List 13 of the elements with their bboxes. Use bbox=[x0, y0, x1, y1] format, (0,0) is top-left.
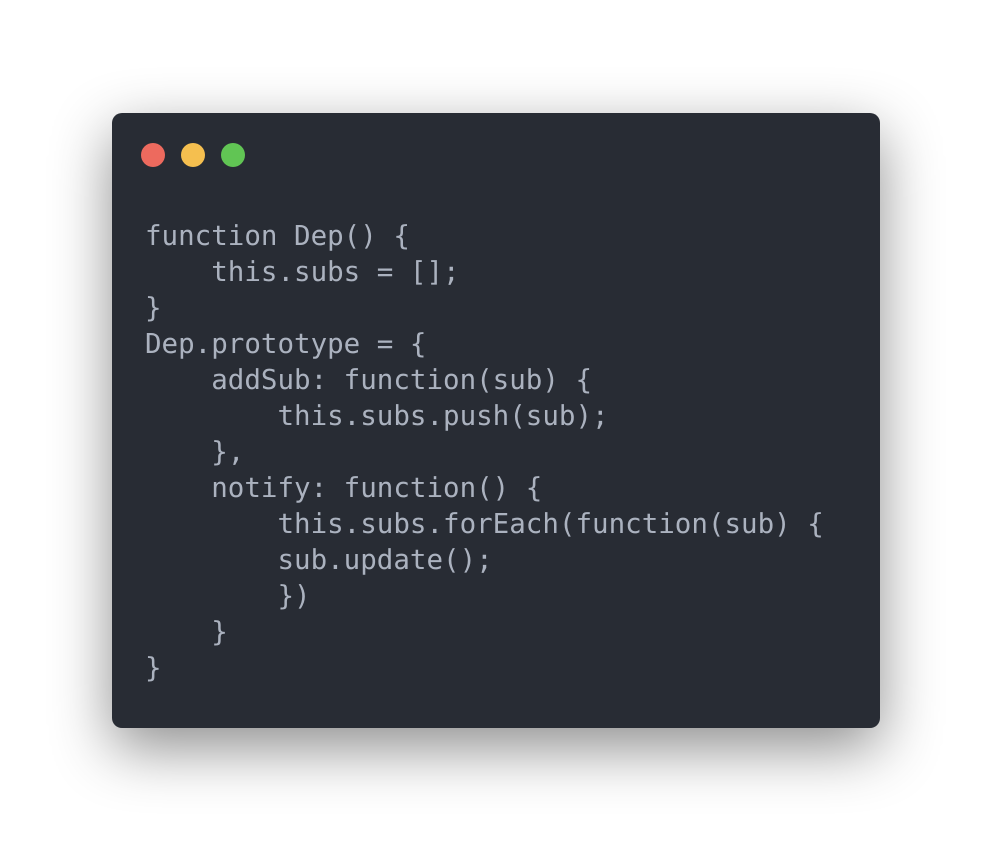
code-line: } bbox=[145, 651, 162, 686]
code-line: this.subs.push(sub); bbox=[276, 399, 609, 434]
code-line: this.subs.forEach(function(sub) { bbox=[276, 507, 824, 542]
code-line: Dep.prototype = { bbox=[145, 327, 426, 362]
code-line: addSub: function(sub) { bbox=[210, 363, 592, 398]
code-line: notify: function() { bbox=[210, 471, 542, 506]
code-line: } bbox=[210, 615, 228, 650]
code-line: } bbox=[145, 291, 162, 326]
code-line: this.subs = []; bbox=[210, 255, 460, 290]
code-line: function Dep() { bbox=[145, 219, 410, 254]
code-line: sub.update(); bbox=[276, 543, 493, 578]
code-line: }, bbox=[210, 435, 244, 470]
code-line: }) bbox=[276, 579, 311, 614]
